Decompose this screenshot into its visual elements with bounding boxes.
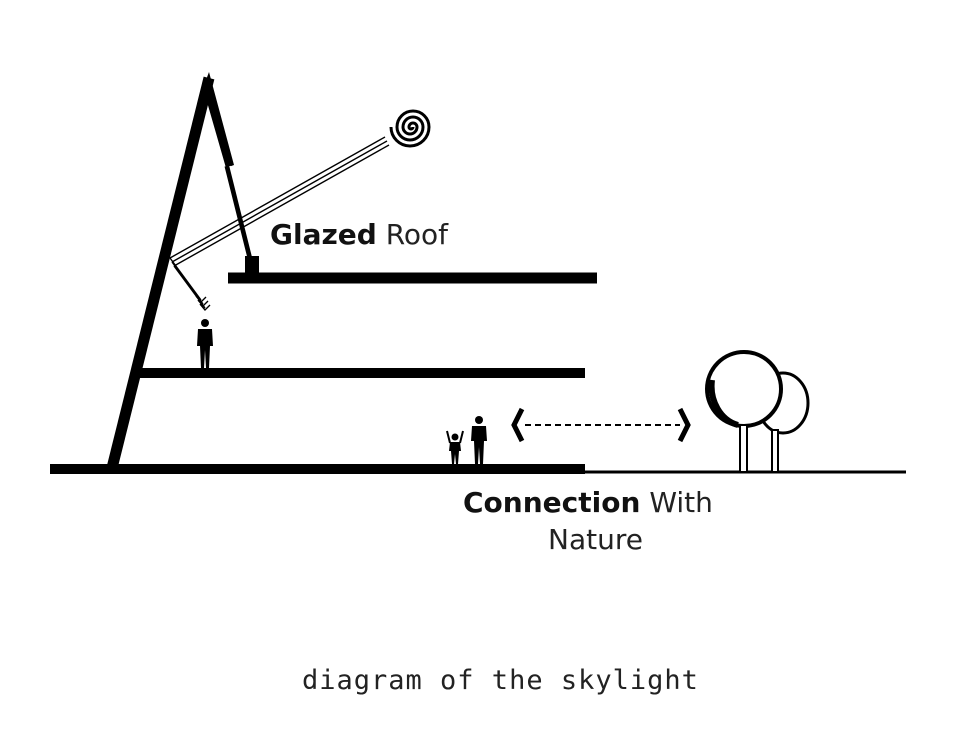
sun-rays	[169, 136, 390, 312]
diagram-caption: diagram of the skylight	[302, 665, 699, 696]
connection-label: Connection With	[463, 486, 713, 520]
glazed-roof-strut	[224, 165, 254, 263]
spiral-sun-icon	[389, 109, 431, 148]
nature-label-text: Nature	[548, 523, 643, 556]
nature-label: Nature	[548, 523, 643, 557]
glazed-roof-base	[245, 256, 259, 274]
tree-icon	[705, 350, 810, 473]
a-frame-peak	[203, 72, 234, 168]
child-silhouette-icon	[446, 430, 464, 464]
connection-label-bold: Connection	[463, 486, 641, 519]
glazed-label-regular: Roof	[385, 218, 449, 251]
a-frame-wall	[106, 76, 215, 470]
person-silhouette-icon	[197, 319, 213, 368]
connection-label-regular: With	[649, 486, 713, 519]
glazed-roof-label: Glazed Roof	[270, 218, 448, 252]
double-headed-dashed-arrow-icon	[511, 407, 691, 443]
glazed-label-bold: Glazed	[270, 218, 377, 251]
adult-silhouette-icon	[471, 416, 487, 464]
